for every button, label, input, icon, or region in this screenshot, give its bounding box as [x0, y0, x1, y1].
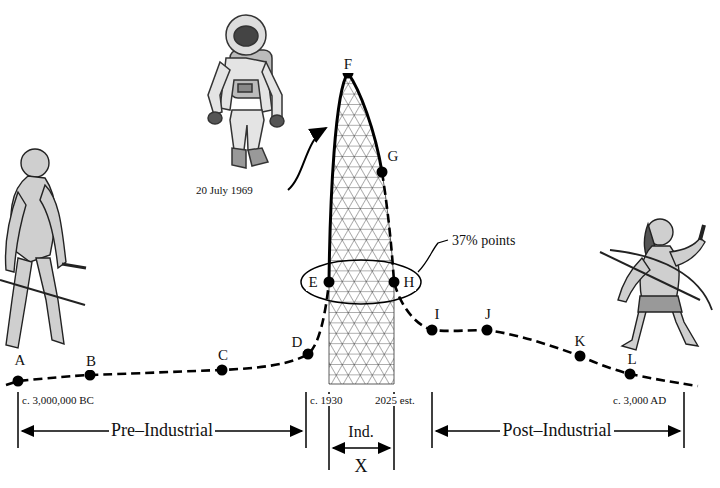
point-letter: K	[573, 333, 588, 350]
era-brackets	[18, 392, 684, 470]
ape-man-figure	[0, 149, 86, 348]
curve-dashed-right	[382, 172, 698, 386]
point-letter: A	[13, 352, 28, 369]
point-letter: D	[290, 334, 305, 351]
oval-leader	[418, 240, 448, 272]
point-letter: F	[342, 56, 354, 73]
caveman-figure	[600, 219, 712, 350]
industrial-hatch	[329, 73, 394, 384]
date-annotation: 20 July 1969	[194, 184, 255, 196]
curve-points	[13, 68, 636, 387]
callout-label: 37% points	[450, 233, 517, 248]
point-letter: E	[306, 274, 319, 291]
point-letter: H	[402, 274, 417, 291]
point-letter: C	[216, 347, 230, 364]
curve-solid-peak	[329, 73, 382, 282]
axis-date: c. 3,000 AD	[611, 394, 668, 406]
point-letter: I	[433, 306, 442, 323]
point-letter: B	[84, 353, 98, 370]
era-label: Pre–Industrial	[109, 421, 215, 441]
era-width-label: X	[353, 457, 370, 477]
era-label: Post–Industrial	[500, 421, 613, 441]
point-letter: J	[483, 306, 493, 323]
37-percent-oval	[301, 260, 421, 304]
axis-date: c. 1930	[308, 394, 344, 406]
era-label: Ind.	[346, 423, 375, 441]
point-letter: G	[386, 148, 401, 165]
axis-date: 2025 est.	[373, 394, 417, 406]
astronaut-figure	[208, 15, 284, 168]
axis-date: c. 3,000,000 BC	[20, 394, 96, 406]
moon-landing-arrow	[288, 128, 326, 190]
point-letter: L	[625, 351, 638, 368]
